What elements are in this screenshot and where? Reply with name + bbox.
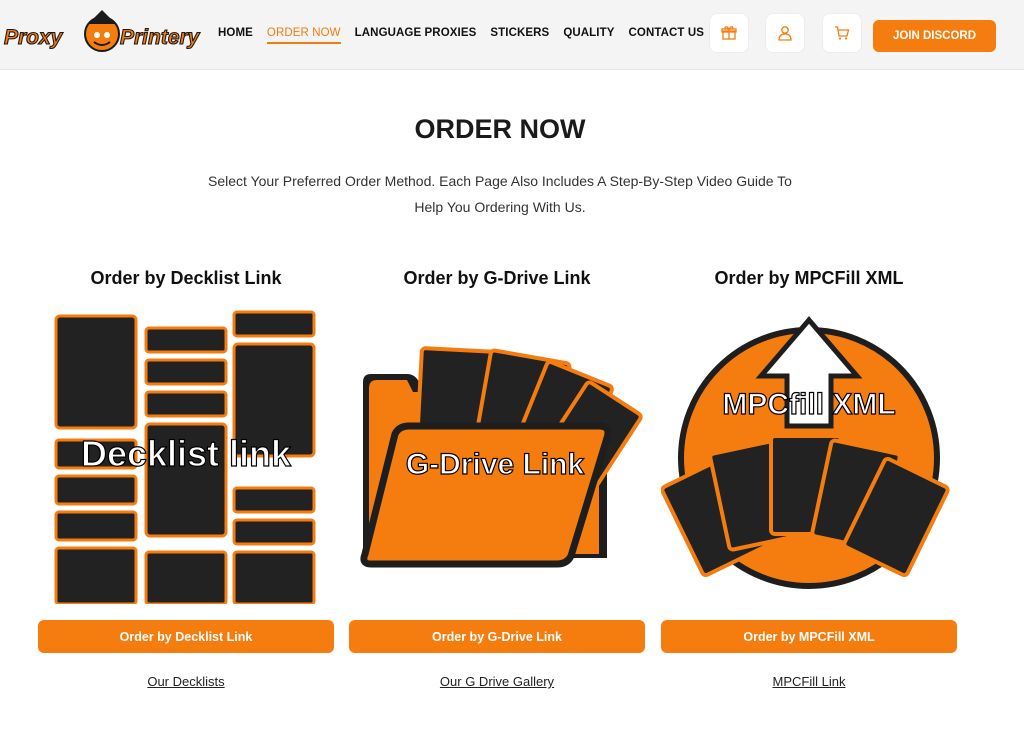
user-icon xyxy=(778,26,792,41)
join-discord-button[interactable]: JOIN DISCORD xyxy=(873,20,996,52)
order-by-decklist-button[interactable]: Order by Decklist Link xyxy=(38,620,334,653)
gift-button[interactable] xyxy=(709,13,749,53)
gdrive-artwork: G-Drive Link xyxy=(360,346,643,568)
folder-front xyxy=(360,422,612,568)
nav-quality[interactable]: QUALITY xyxy=(563,26,615,39)
site-header: Proxy Printery HOME ORDER NOW LANGUAGE P… xyxy=(0,0,1024,70)
mpcfill-artwork: MPCfill XML xyxy=(661,316,950,589)
page-title: ORDER NOW xyxy=(414,114,586,144)
gdrive-option: Order by G-Drive Link G-Drive Link Order… xyxy=(349,268,645,689)
mpcfill-art-label: MPCfill XML xyxy=(722,388,895,421)
main-nav: HOME ORDER NOW LANGUAGE PROXIES STICKERS… xyxy=(218,0,704,70)
account-button[interactable] xyxy=(765,13,805,53)
our-decklists-link[interactable]: Our Decklists xyxy=(147,674,225,689)
nav-order-now[interactable]: ORDER NOW xyxy=(266,27,341,44)
option-title: Order by MPCFill XML xyxy=(714,268,904,288)
our-gdrive-gallery-link[interactable]: Our G Drive Gallery xyxy=(439,674,555,689)
mpcfill-link[interactable]: MPCFill Link xyxy=(772,674,846,689)
decklist-art-label: Decklist link xyxy=(81,433,292,474)
option-title: Order by Decklist Link xyxy=(90,268,282,288)
nav-stickers[interactable]: STICKERS xyxy=(490,26,550,39)
card-stack-right xyxy=(232,310,316,604)
intro-line-1: Select Your Preferred Order Method. Each… xyxy=(208,173,792,189)
decklist-artwork: Decklist link xyxy=(54,310,316,604)
svg-text:Proxy: Proxy xyxy=(4,26,64,49)
svg-text:Printery: Printery xyxy=(120,26,201,49)
gdrive-art-label: G-Drive Link xyxy=(406,448,585,481)
cart-button[interactable] xyxy=(822,13,862,53)
gift-icon xyxy=(721,26,737,40)
intro-line-2: Help You Ordering With Us. xyxy=(414,199,586,215)
card-stack-left xyxy=(54,314,138,604)
card-stack-middle xyxy=(144,326,228,604)
decklist-option: Order by Decklist Link Decklist link Ord… xyxy=(38,268,334,689)
nav-language-proxies[interactable]: LANGUAGE PROXIES xyxy=(354,26,477,39)
proxy-printery-logo[interactable]: Proxy Printery xyxy=(2,8,202,62)
mpcfill-option: Order by MPCFill XML MPCfill XML Order b… xyxy=(661,268,957,689)
cart-icon xyxy=(835,26,850,40)
option-title: Order by G-Drive Link xyxy=(403,268,591,288)
nav-home[interactable]: HOME xyxy=(218,26,253,39)
fanned-cards xyxy=(661,434,950,578)
nav-contact-us[interactable]: CONTACT US xyxy=(628,26,705,39)
upload-arrow-icon xyxy=(755,316,863,429)
intro-text: Select Your Preferred Order Method. Each… xyxy=(170,168,830,220)
order-by-gdrive-button[interactable]: Order by G-Drive Link xyxy=(349,620,645,653)
order-by-mpcfill-button[interactable]: Order by MPCFill XML xyxy=(661,620,957,653)
